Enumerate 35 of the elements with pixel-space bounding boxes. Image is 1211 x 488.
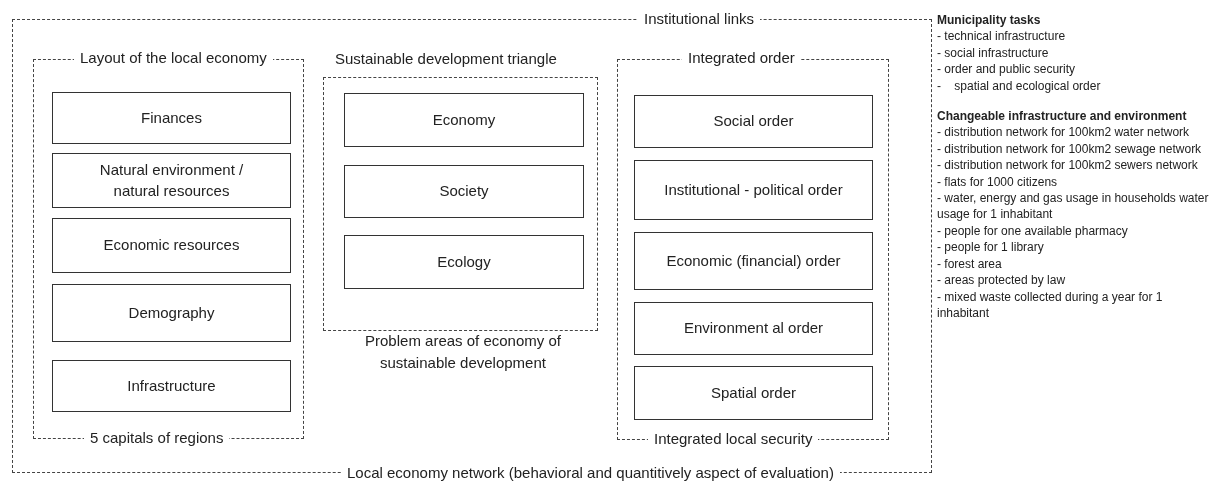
group-footer: Local economy network (behavioral and quantitively aspect of evaluation) (341, 464, 840, 482)
category-box: Institutional - political order (634, 160, 873, 220)
list-item: - order and public security (937, 61, 1077, 78)
group-footer: Integrated local security (648, 430, 819, 448)
list-item: - mixed waste collected during a year for 1 inhabitant (937, 288, 1164, 322)
category-box: Environment al order (634, 302, 873, 355)
category-box: Ecology (344, 235, 584, 289)
list-item: - distribution network for 100km2 water network (937, 124, 1191, 141)
section-heading: Municipality tasks (937, 12, 1042, 29)
category-box: Society (344, 165, 584, 218)
list-item: - forest area (937, 255, 1003, 273)
list-item: - flats for 1000 citizens (937, 173, 1059, 191)
list-item: - people for 1 library (937, 239, 1045, 256)
list-item: - technical infrastructure (937, 28, 1067, 45)
list-item: - water, energy and gas usage in households water usage for 1 inhabitant (937, 190, 1209, 223)
category-box: Finances (52, 92, 291, 144)
list-item: - spatial and ecological order (937, 77, 1102, 95)
category-box: Social order (634, 95, 873, 148)
section-heading: Changeable infrastructure and environment (937, 108, 1188, 125)
category-box: Economic resources (52, 218, 291, 273)
category-box: Demography (52, 284, 291, 342)
category-box: Natural environment / natural resources (52, 153, 291, 208)
list-item: - social infrastructure (937, 44, 1050, 62)
group-heading: Integrated order (682, 49, 801, 67)
group-footer: 5 capitals of regions (84, 429, 230, 447)
category-box: Economic (financial) order (634, 232, 873, 290)
category-box: Spatial order (634, 366, 873, 420)
category-box: Economy (344, 93, 584, 147)
list-item: - distribution network for 100km2 sewage network (937, 140, 1203, 158)
list-item: - distribution network for 100km2 sewers network (937, 157, 1199, 174)
group-footer: Problem areas of economy of sustainable development (342, 330, 584, 374)
list-item: - areas protected by law (937, 272, 1067, 289)
group-heading: Layout of the local economy (74, 49, 273, 67)
list-item: - people for one available pharmacy (937, 222, 1129, 240)
category-box: Infrastructure (52, 360, 291, 412)
